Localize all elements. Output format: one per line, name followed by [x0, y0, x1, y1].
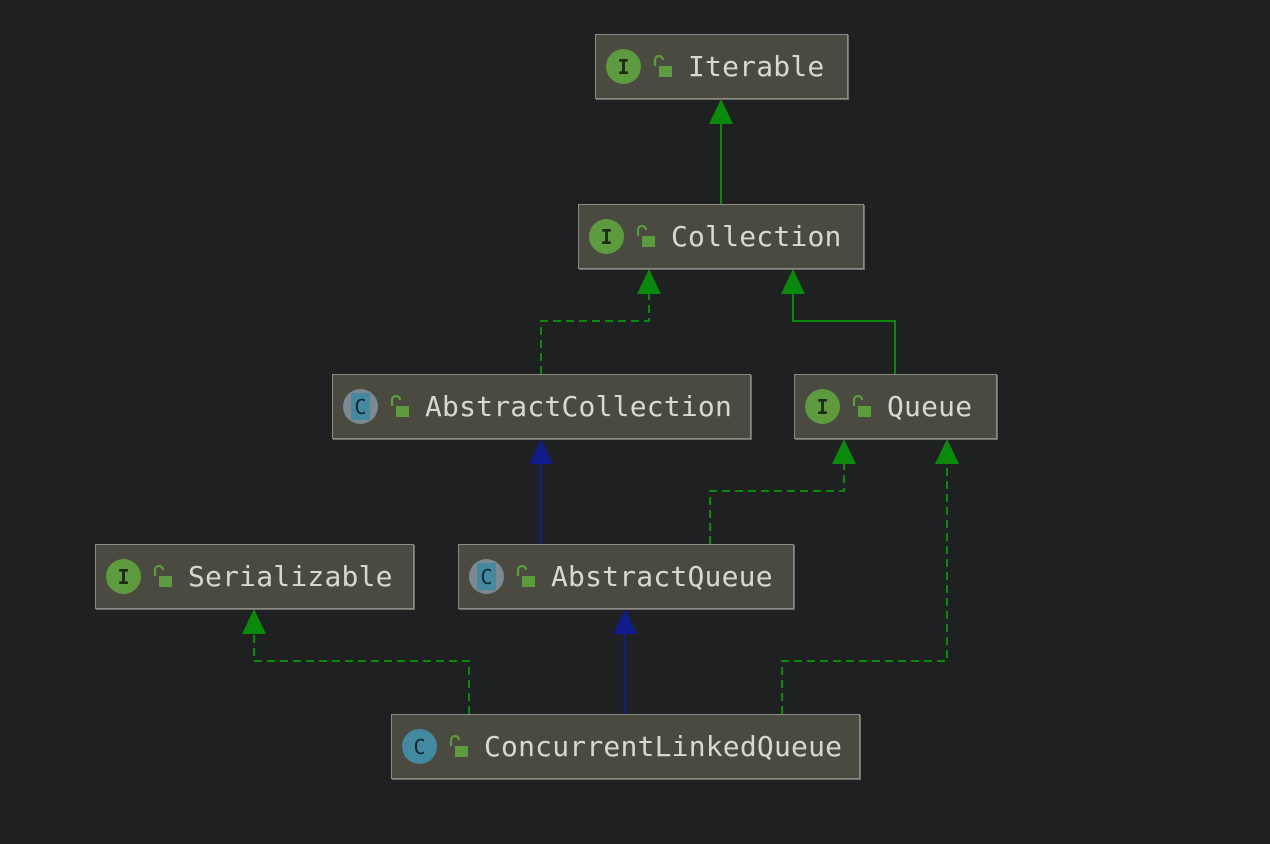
arrowhead-abstractqueue — [613, 609, 637, 634]
node-label: Queue — [887, 390, 973, 423]
unlocked-padlock-icon — [390, 394, 409, 417]
unlocked-padlock-icon — [636, 224, 655, 247]
node-label: Collection — [671, 220, 842, 253]
arrowhead-collection-left — [637, 269, 661, 294]
class-icon: C — [402, 729, 437, 764]
edge-queue-extends-collection — [792, 290, 896, 374]
edge-abstractqueue-implements-queue — [709, 460, 845, 544]
node-concurrent-linked-queue[interactable]: C ConcurrentLinkedQueue — [391, 714, 860, 779]
arrowhead-collection-right — [781, 269, 805, 294]
unlocked-padlock-icon — [516, 564, 535, 587]
edge-concurrentlinkedqueue-implements-serializable — [253, 630, 470, 714]
unlocked-padlock-icon — [449, 734, 468, 757]
node-label: Iterable — [688, 50, 825, 83]
unlocked-padlock-icon — [153, 564, 172, 587]
node-serializable[interactable]: I Serializable — [95, 544, 414, 609]
edge-abstractcollection-implements-collection — [540, 290, 650, 374]
node-queue[interactable]: I Queue — [794, 374, 997, 439]
interface-icon: I — [106, 559, 141, 594]
node-collection[interactable]: I Collection — [578, 204, 864, 269]
interface-icon: I — [606, 49, 641, 84]
unlocked-padlock-icon — [653, 54, 672, 77]
abstract-class-icon: C — [343, 389, 378, 424]
abstract-class-icon-letter: C — [480, 564, 493, 589]
interface-icon: I — [805, 389, 840, 424]
arrowhead-iterable — [709, 99, 733, 124]
node-label: ConcurrentLinkedQueue — [484, 730, 843, 763]
arrowhead-queue-right — [935, 439, 959, 464]
node-iterable[interactable]: I Iterable — [595, 34, 848, 99]
unlocked-padlock-icon — [852, 394, 871, 417]
abstract-class-icon-letter: C — [354, 394, 367, 419]
abstract-class-icon: C — [469, 559, 504, 594]
node-label: AbstractQueue — [551, 560, 773, 593]
arrowhead-queue-left — [832, 439, 856, 464]
node-label: AbstractCollection — [425, 390, 733, 423]
interface-icon: I — [589, 219, 624, 254]
arrowhead-abstractcollection — [529, 439, 553, 464]
arrowhead-serializable — [242, 609, 266, 634]
edge-concurrentlinkedqueue-implements-queue — [781, 460, 948, 714]
node-abstract-queue[interactable]: C AbstractQueue — [458, 544, 794, 609]
node-abstract-collection[interactable]: C AbstractCollection — [332, 374, 751, 439]
node-label: Serializable — [188, 560, 393, 593]
